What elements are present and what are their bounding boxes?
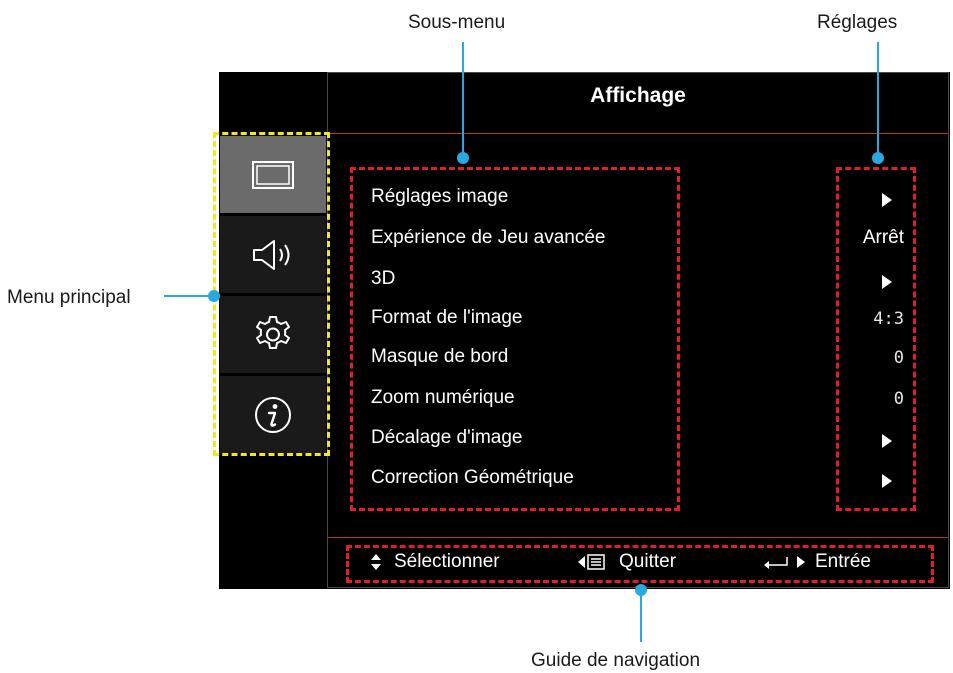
menu-item-geometric-correction[interactable]: Correction Géométrique — [371, 467, 574, 488]
nav-quit-label: Quitter — [619, 551, 677, 572]
callout-main-menu: Menu principal — [7, 287, 131, 308]
callout-settings: Réglages — [817, 12, 898, 33]
nav-enter-label: Entrée — [815, 551, 871, 572]
leader-settings — [877, 42, 879, 158]
callout-nav-guide: Guide de navigation — [531, 650, 701, 671]
tab-display[interactable] — [220, 136, 326, 213]
value-digital-zoom[interactable]: 0 — [893, 389, 904, 409]
menu-title: Affichage — [590, 84, 686, 107]
callout-dot — [872, 152, 884, 164]
leader-main-menu — [164, 295, 214, 297]
main-menu-highlight — [213, 132, 330, 456]
info-icon — [255, 396, 291, 433]
menu-item-enhanced-gaming[interactable]: Expérience de Jeu avancée — [371, 227, 606, 248]
menu-item-edge-mask[interactable]: Masque de bord — [371, 346, 509, 367]
menu-item-image-settings[interactable]: Réglages image — [371, 186, 509, 207]
back-menu-icon — [578, 554, 605, 570]
value-aspect-ratio[interactable]: 4:3 — [873, 309, 904, 329]
tab-settings[interactable] — [220, 296, 326, 373]
up-down-icon — [371, 554, 381, 570]
nav-select-label: Sélectionner — [394, 551, 500, 572]
tab-info[interactable] — [220, 376, 326, 453]
enter-icon — [764, 556, 805, 569]
gear-icon — [256, 315, 290, 349]
main-menu — [220, 136, 326, 456]
display-icon — [252, 160, 294, 189]
leader-nav-guide — [640, 592, 642, 642]
nav-enter: Entrée — [763, 551, 871, 573]
menu-item-image-shift[interactable]: Décalage d'image — [371, 427, 523, 448]
menu-item-aspect-ratio[interactable]: Format de l'image — [371, 307, 523, 328]
settings-highlight — [836, 167, 916, 511]
callout-dot — [635, 584, 647, 596]
submenu-arrow-icon[interactable] — [840, 189, 904, 211]
submenu-arrow-icon[interactable] — [840, 430, 904, 452]
title-divider — [328, 133, 948, 134]
value-edge-mask[interactable]: 0 — [893, 348, 904, 368]
nav-guide-highlight — [346, 545, 934, 583]
callout-dot — [208, 290, 220, 302]
callout-sub-menu: Sous-menu — [408, 12, 506, 33]
osd-background — [219, 72, 950, 589]
nav-divider — [328, 537, 948, 538]
leader-sub-menu — [462, 42, 464, 158]
value-enhanced-gaming[interactable]: Arrêt — [862, 227, 904, 248]
submenu-arrow-icon[interactable] — [840, 470, 904, 492]
callout-dot — [457, 152, 469, 164]
tab-audio[interactable] — [220, 216, 326, 293]
menu-item-digital-zoom[interactable]: Zoom numérique — [371, 387, 515, 408]
submenu-arrow-icon[interactable] — [840, 271, 904, 293]
menu-item-3d[interactable]: 3D — [371, 268, 396, 289]
speaker-icon — [253, 239, 290, 270]
nav-select: Sélectionner — [370, 551, 500, 573]
sub-menu-highlight — [350, 167, 680, 511]
nav-quit: Quitter — [577, 551, 676, 573]
